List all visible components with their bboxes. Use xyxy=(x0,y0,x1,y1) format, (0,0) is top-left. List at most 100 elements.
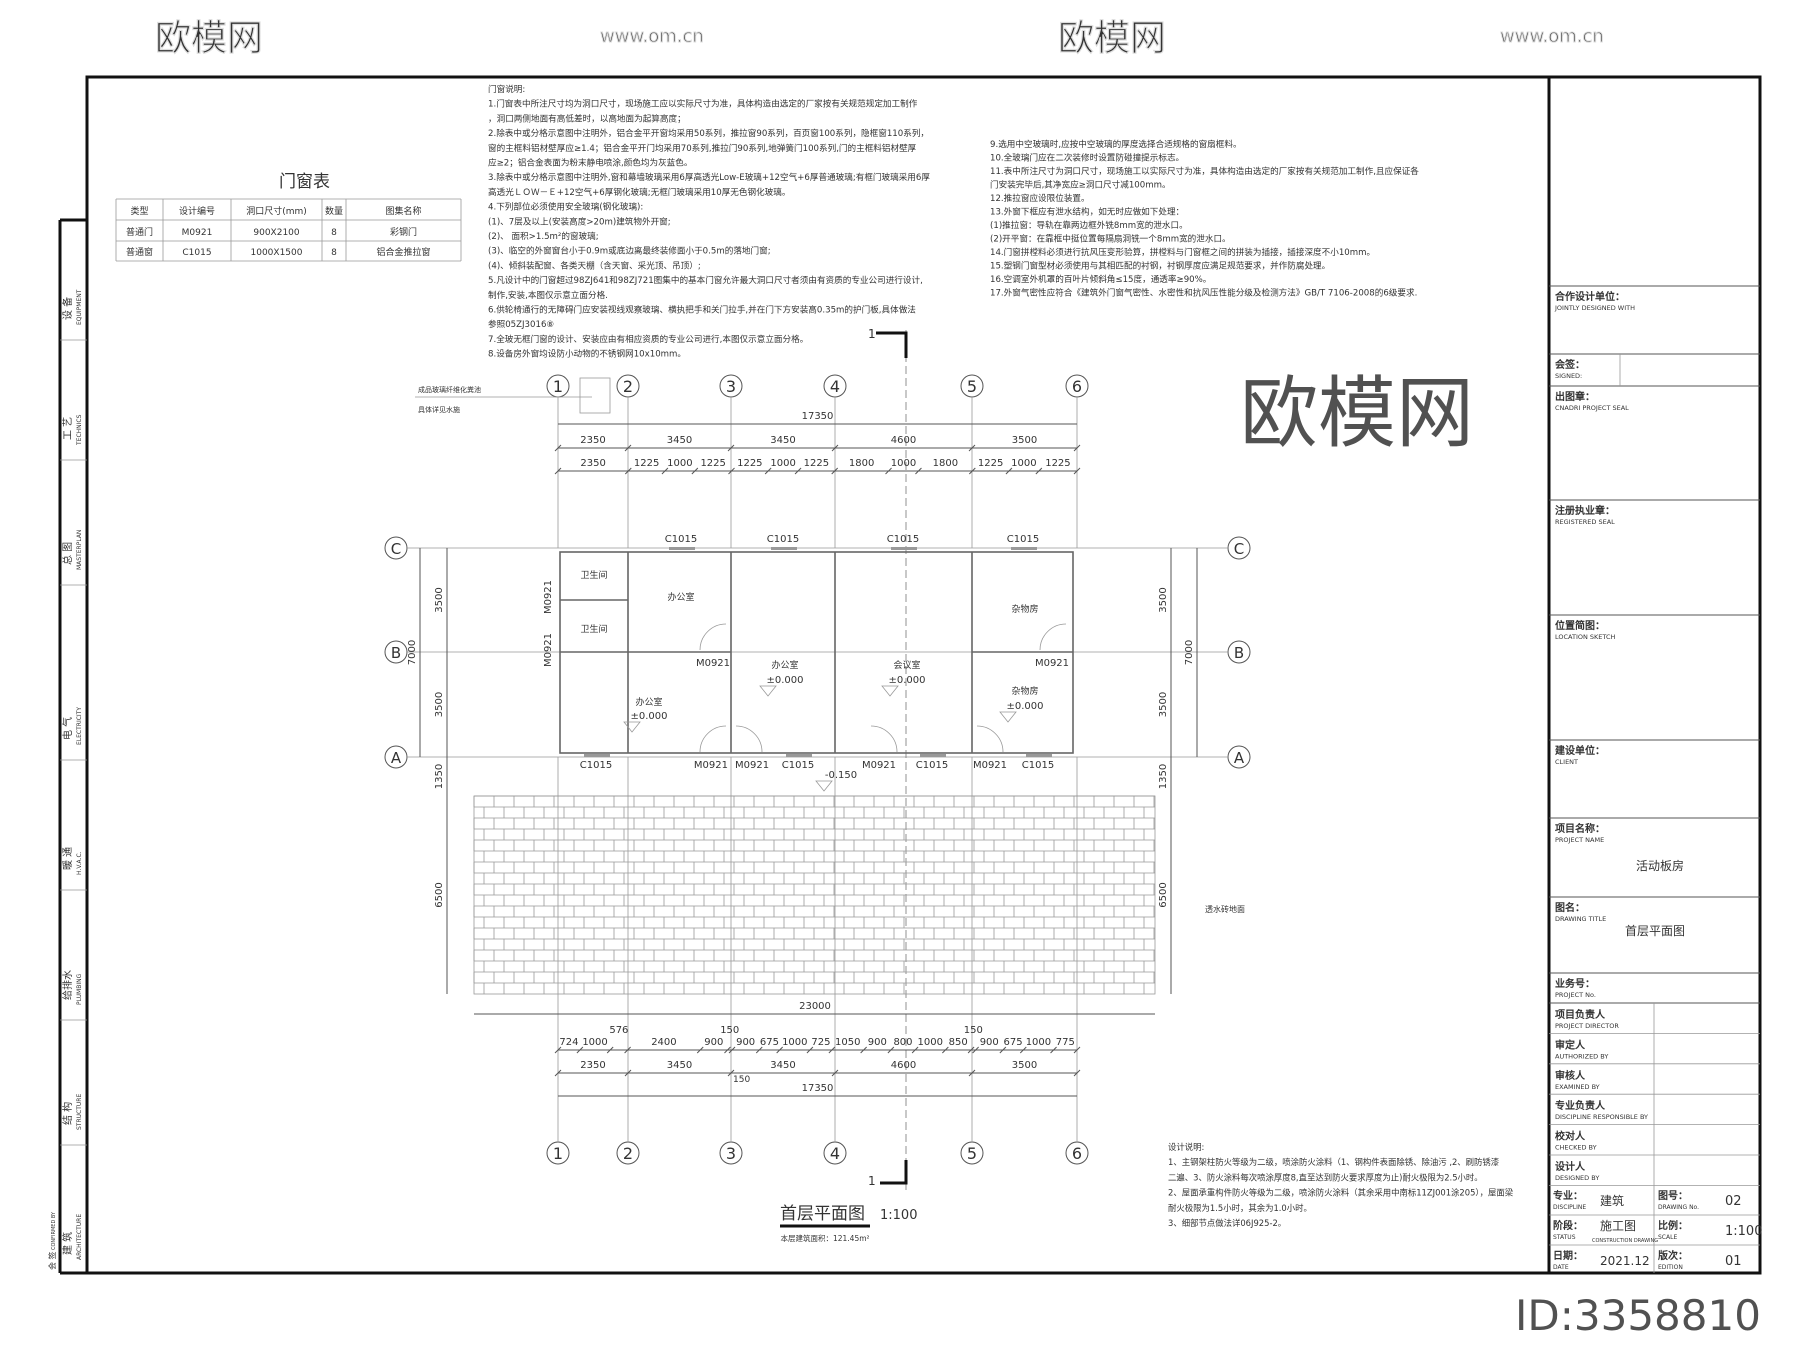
table-cell: 1000X1500 xyxy=(251,248,303,258)
note-line: (2)开平窗：在靠框中挺位置每隔扇洞铣一个8mm宽的泄水口。 xyxy=(990,233,1231,245)
note-line: 制作,安装,本图仅示意立面分格. xyxy=(488,289,608,301)
note-line: 3.除表中或分格示意图中注明外,窗和幕墙玻璃采用6厚高透光Low-E玻璃+12空… xyxy=(488,171,930,183)
dim-text: 6500 xyxy=(434,882,445,907)
dim-tick xyxy=(831,1069,839,1077)
discipline-value: 建筑 xyxy=(1600,1193,1624,1208)
level-triangle xyxy=(815,780,833,792)
dim-text: 2350 xyxy=(580,1060,605,1071)
strip-cn: 总 图 xyxy=(61,542,74,565)
dim-tick xyxy=(764,467,772,475)
section-mark-number: 1 xyxy=(868,327,876,341)
door-tag: M0921 xyxy=(543,580,554,614)
date-value: 2021.12 xyxy=(1600,1254,1650,1268)
role-project-director-en: PROJECT DIRECTOR xyxy=(1555,1022,1619,1030)
door-window-notes: 门窗说明:1.门窗表中所注尺寸均为洞口尺寸，现场施工应以实际尺寸为准，具体构造由… xyxy=(488,83,930,360)
edition-value: 01 xyxy=(1725,1254,1742,1269)
axis-number: 6 xyxy=(1072,1144,1082,1163)
dim-text: 3450 xyxy=(770,435,795,446)
dim-tick xyxy=(691,467,699,475)
level-mark: -0.150 xyxy=(825,770,857,781)
dim-tick xyxy=(1050,1046,1057,1054)
edition-en: EDITION xyxy=(1658,1264,1683,1271)
table-header: 设计编号 xyxy=(179,205,215,217)
note-line: 12.推拉窗应设限位装置。 xyxy=(990,192,1090,204)
dim-text: 3500 xyxy=(1158,692,1169,717)
table-header: 类型 xyxy=(130,205,148,217)
signed-en: SIGNED: xyxy=(1555,372,1582,380)
scale-en: SCALE xyxy=(1658,1234,1677,1241)
date-cn: 日期： xyxy=(1553,1249,1583,1262)
axis-number: 5 xyxy=(967,1144,977,1163)
table-cell: 900X2100 xyxy=(253,228,300,238)
registered-seal-cn: 注册执业章： xyxy=(1555,504,1615,517)
dim-tick xyxy=(576,1046,584,1054)
design-note-line: 2、屋面承重构件防火等级为二级，喷涂防火涂料（其余采用中南标11ZJ001涂20… xyxy=(1168,1188,1514,1198)
dim-tick xyxy=(776,1046,784,1054)
level-mark: ±0.000 xyxy=(766,675,803,686)
window-tag: C1015 xyxy=(580,760,612,771)
dim-tick xyxy=(727,1069,735,1077)
level-mark: ±0.000 xyxy=(630,711,667,722)
axis-number: 1 xyxy=(553,1144,563,1163)
permeable-brick-paving xyxy=(473,795,1156,995)
section-mark-top xyxy=(876,331,908,358)
drawing-title-en: DRAWING TITLE xyxy=(1555,915,1606,923)
strip-footer-cn: 会 签 xyxy=(47,1251,57,1270)
room-label: 杂物房 xyxy=(1011,685,1038,697)
dim-tick xyxy=(860,1046,868,1054)
project-name-cn: 项目名称： xyxy=(1555,822,1605,835)
strip-en: MASTERPLAN xyxy=(76,530,83,570)
door-tag: M0921 xyxy=(543,633,554,667)
client-en: CLIENT xyxy=(1555,758,1578,766)
dim-text: 900 xyxy=(704,1037,723,1048)
dim-text: 2400 xyxy=(651,1037,676,1048)
location-sketch-en: LOCATION SKETCH xyxy=(1555,633,1616,641)
role-designed-by-cn: 设计人 xyxy=(1555,1160,1586,1173)
dim-text: 1050 xyxy=(835,1037,860,1048)
window-c1015 xyxy=(1011,547,1037,550)
project-seal-cn: 出图章： xyxy=(1555,390,1595,403)
scale-value: 1:100 xyxy=(1725,1224,1762,1239)
status-value: 施工图 xyxy=(1600,1219,1636,1233)
dim-text: 1225 xyxy=(634,458,659,469)
dim-tick xyxy=(887,1046,895,1054)
strip-en: STRUCTURE xyxy=(76,1094,83,1130)
dim-text: 1000 xyxy=(782,1037,807,1048)
window-tag: C1015 xyxy=(665,534,697,545)
dim-tick xyxy=(1019,1046,1027,1054)
strip-cn: 工 艺 xyxy=(62,417,74,440)
axis-number: 3 xyxy=(726,377,736,396)
dim-text: 150 xyxy=(720,1025,739,1036)
axis-number: 4 xyxy=(830,1144,840,1163)
note-line: 应≥2；铝合金表面为粉末静电喷涂,颜色均为灰蓝色。 xyxy=(488,157,692,169)
note-line: 5.凡设计中的门窗超过98ZJ641和98ZJ721图集中的基本门窗允许最大洞口… xyxy=(488,274,923,286)
note-line: 9.选用中空玻璃时,应按中空玻璃的厚度选择合适规格的窗扇框料。 xyxy=(990,138,1242,150)
note-line: 6.供轮椅通行的无障碍门应安装视线观察玻璃、横执把手和关门拉手,并在门下方安装高… xyxy=(488,304,916,316)
dim-text: 3450 xyxy=(667,435,692,446)
dim-text: 1350 xyxy=(1158,764,1169,789)
watermark-brand-large: 欧模网 xyxy=(1240,369,1474,459)
door-tag: M0921 xyxy=(862,760,896,771)
note-line: 参照05ZJ3016⑧ xyxy=(488,318,554,330)
dim-tick xyxy=(828,1046,836,1054)
drawing_no-en: DRAWING No. xyxy=(1658,1204,1699,1211)
room-label: 办公室 xyxy=(667,591,694,603)
dim-text: 1225 xyxy=(1045,458,1070,469)
design-note-line: 3、细部节点做法详06J925-2。 xyxy=(1168,1218,1286,1228)
watermark-url: www.om.cn xyxy=(1500,26,1604,47)
dim-tick xyxy=(1073,444,1081,452)
leader-note: 成品玻璃纤维化粪池 xyxy=(418,385,481,394)
strip-cn: 设 备 xyxy=(61,297,74,320)
status-cn: 阶段： xyxy=(1553,1219,1583,1232)
note-line: ，洞口两侧地面有高低差时，以高地面为起算高度； xyxy=(488,112,686,124)
dim-text: 150 xyxy=(964,1025,983,1036)
dim-tick xyxy=(1073,467,1081,475)
